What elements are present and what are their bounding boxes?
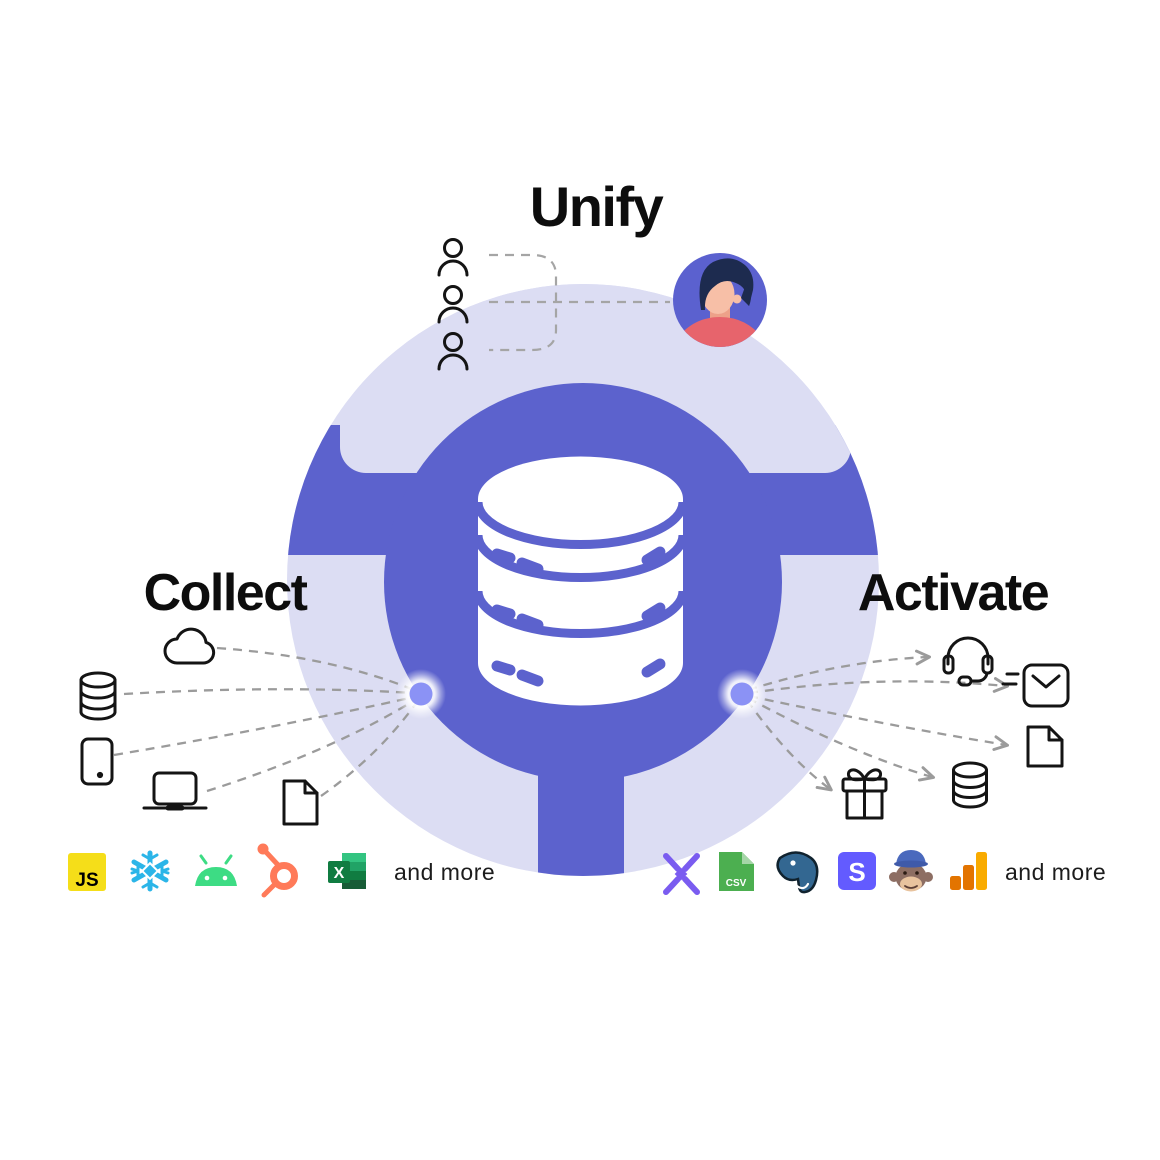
database-icon [952,761,988,809]
hubspot-logo [257,843,298,898]
javascript-logo: JS [68,853,106,891]
gift-icon [841,768,888,820]
database-icon [473,456,688,706]
activate-and-more: and more [1005,859,1106,885]
headset-icon [942,636,994,687]
person-icons [437,238,469,371]
avatar-hair-side [741,284,751,306]
csv-file-logo: CSV [719,852,754,891]
excel-logo: X [328,853,366,889]
mailchimp-logo [889,850,933,892]
unify-panel: Unify [437,175,767,371]
google-analytics-logo [950,852,987,890]
cloud-icon [163,627,216,665]
activate-connectors [746,649,1010,792]
android-logo [195,854,237,886]
collect-logos: JS [68,843,495,898]
svg-text:JS: JS [75,870,98,891]
x-platform-logo [663,853,700,895]
collect-node [396,669,446,719]
collect-and-more: and more [394,859,495,885]
identity-merge-lines [489,253,670,352]
activate-logos: CSV S [663,850,1106,895]
purple-hub-shape [287,284,879,876]
document-icon [282,779,319,826]
person-icon [437,285,469,324]
send-email-icon [1001,663,1070,708]
svg-text:CSV: CSV [726,878,747,889]
person-icon [437,332,469,371]
unify-title: Unify [530,175,664,238]
stripe-logo: S [838,852,876,890]
collect-title: Collect [144,564,308,622]
activate-panel: Activate [663,564,1106,895]
activate-title: Activate [858,564,1049,622]
smartphone-icon [80,737,114,786]
hub-bottom-stem [538,700,624,876]
activate-node [717,669,767,719]
person-icon [437,238,469,277]
avatar-shirt [673,317,767,347]
unify-card-notch [340,284,851,473]
unified-profile-avatar [673,253,767,347]
avatar-ear [732,294,742,304]
svg-text:X: X [334,865,345,882]
database-icon [79,671,117,721]
snowflake-logo [130,850,170,892]
collect-panel: Collect [68,564,495,898]
svg-text:S: S [848,857,865,887]
laptop-icon [142,771,208,811]
postgresql-logo [776,851,819,894]
avatar-hair [699,258,754,310]
document-icon [1026,725,1064,768]
